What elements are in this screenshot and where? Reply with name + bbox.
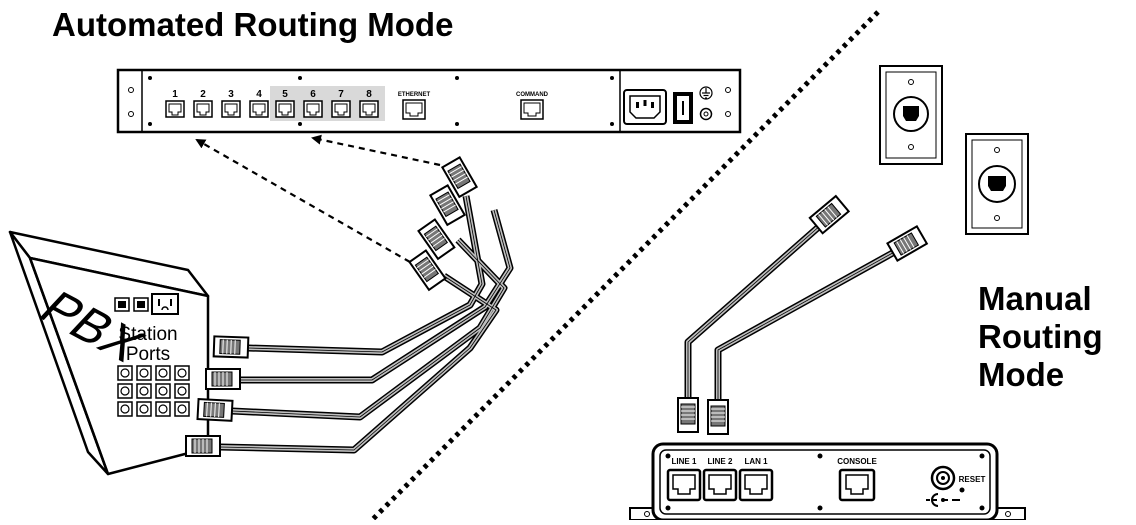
routing-arrow xyxy=(197,140,410,262)
manual-title-line: Manual xyxy=(978,280,1103,318)
port-number: 8 xyxy=(366,89,372,100)
line2-label: LINE 2 xyxy=(708,457,733,466)
reset-label: RESET xyxy=(959,475,986,484)
rj11-plug-icon xyxy=(887,226,926,260)
ports-label: Ports xyxy=(126,344,170,365)
port-number: 7 xyxy=(338,89,344,100)
lan1-label: LAN 1 xyxy=(744,457,768,466)
power-outlet-icon xyxy=(152,294,178,314)
rj11-plug-icon xyxy=(206,369,240,389)
wall-jack-plate xyxy=(880,66,942,164)
port-number: 1 xyxy=(172,89,178,100)
power-inlet-icon xyxy=(624,90,666,124)
manual-title-line: Mode xyxy=(978,356,1103,394)
wall-jack-plate xyxy=(966,134,1028,234)
rj11-plug-icon xyxy=(198,399,233,421)
reset-button xyxy=(960,488,965,493)
manual-title-line: Routing xyxy=(978,318,1103,356)
rj11-plug-icon xyxy=(214,336,249,357)
station-label: Station xyxy=(118,324,177,345)
rack-unit: 1 2 3 4 5 6 7 8 ETHERNET xyxy=(118,70,740,132)
line1-label: LINE 1 xyxy=(672,457,697,466)
port-number: 5 xyxy=(282,89,288,100)
cable-bundle xyxy=(220,196,510,450)
automated-mode-title: Automated Routing Mode xyxy=(52,6,453,44)
small-router-unit: LINE 1 LINE 2 LAN 1 CONSOLE RESET xyxy=(630,444,1025,520)
console-label: CONSOLE xyxy=(837,457,877,466)
port-number: 4 xyxy=(256,89,262,100)
rj11-plug-icon xyxy=(708,400,728,434)
power-switch-icon xyxy=(673,92,693,124)
rj11-plug-icon xyxy=(186,436,220,456)
terminal-icon xyxy=(701,109,712,120)
port-number: 3 xyxy=(228,89,234,100)
command-label: COMMAND xyxy=(516,92,549,98)
routing-arrow xyxy=(313,138,440,165)
ethernet-label: ETHERNET xyxy=(398,92,431,98)
ground-icon xyxy=(700,87,712,99)
manual-cables xyxy=(688,224,898,402)
manual-mode-title: Manual Routing Mode xyxy=(978,280,1103,394)
port-number: 2 xyxy=(200,89,206,100)
rj11-plug-icon xyxy=(678,398,698,432)
port-number: 6 xyxy=(310,89,316,100)
pbx-box: PBX Station Ports xyxy=(10,232,208,474)
